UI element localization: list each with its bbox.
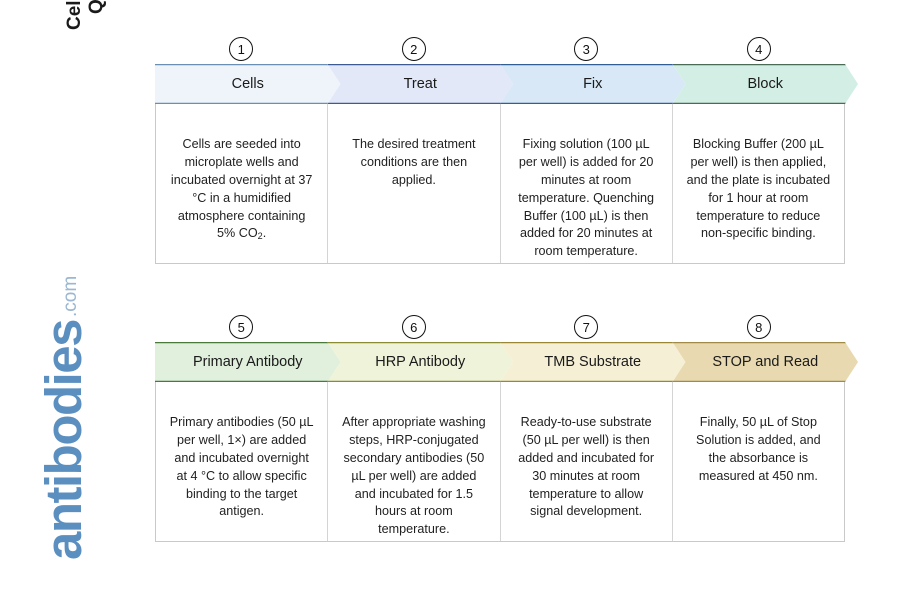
- step-number-cell: 1: [155, 34, 328, 64]
- step-number-cell: 8: [673, 312, 846, 342]
- step-header-label: Primary Antibody: [192, 354, 303, 370]
- step-body-cell: Cells are seeded into microplate wells a…: [156, 104, 329, 263]
- step-header-label: Cells: [231, 76, 264, 92]
- step-number-badge: 8: [746, 315, 771, 339]
- protocol-row-2: 5 6 7 8 Primary Antibody HRP Antibody TM…: [155, 312, 845, 542]
- page-title-line-2: Quick Protocol: [86, 0, 108, 14]
- step-header-label: Fix: [583, 76, 603, 92]
- step-header-label: Treat: [403, 76, 437, 92]
- step-header-chevron[interactable]: Primary Antibody: [155, 342, 341, 382]
- step-body-strip-1: Cells are seeded into microplate wells a…: [155, 104, 845, 264]
- step-header-label: TMB Substrate: [544, 354, 642, 370]
- step-number-strip-2: 5 6 7 8: [155, 312, 845, 342]
- step-number-badge: 2: [401, 37, 426, 61]
- step-body-cell: The desired treatment conditions are the…: [328, 104, 501, 263]
- step-number-cell: 5: [155, 312, 328, 342]
- step-body-strip-2: Primary antibodies (50 µL per well, 1×) …: [155, 382, 845, 542]
- step-body-cell: After appropriate washing steps, HRP-con…: [328, 382, 501, 541]
- step-number-cell: 2: [328, 34, 501, 64]
- step-body-text: Ready-to-use substrate (50 µL per well) …: [518, 415, 655, 519]
- step-header-chevron[interactable]: Block: [673, 64, 859, 104]
- step-body-cell: Finally, 50 µL of Stop Solution is added…: [672, 382, 844, 541]
- step-header-chevron[interactable]: HRP Antibody: [328, 342, 514, 382]
- step-number-badge: 5: [229, 315, 254, 339]
- step-number-cell: 7: [500, 312, 673, 342]
- logo-domain-suffix: .com: [60, 275, 82, 317]
- step-body-cell: Fixing solution (100 µL per well) is add…: [500, 104, 673, 263]
- step-header-strip-2: Primary Antibody HRP Antibody TMB Substr…: [155, 342, 845, 382]
- protocol-row-1: 1 2 3 4 Cells Treat Fix Block Cells are …: [155, 34, 845, 264]
- step-number-badge: 1: [229, 37, 254, 61]
- step-header-strip-1: Cells Treat Fix Block: [155, 64, 845, 104]
- step-header-chevron[interactable]: Fix: [500, 64, 686, 104]
- step-header-chevron[interactable]: Cells: [155, 64, 341, 104]
- logo: antibodies .com: [35, 275, 92, 560]
- step-number-cell: 3: [500, 34, 673, 64]
- step-body-text: After appropriate washing steps, HRP-con…: [342, 415, 486, 537]
- page-title: Cell Based ELISA Kits Quick Protocol: [64, 0, 109, 30]
- step-number-badge: 4: [746, 37, 771, 61]
- step-number-badge: 3: [574, 37, 599, 61]
- step-body-text: Fixing solution (100 µL per well) is add…: [518, 137, 655, 259]
- step-header-label: HRP Antibody: [375, 354, 466, 370]
- step-body-text: Primary antibodies (50 µL per well, 1×) …: [169, 415, 314, 519]
- step-body-text: Blocking Buffer (200 µL per well) is the…: [686, 137, 831, 241]
- step-number-badge: 6: [401, 315, 426, 339]
- step-header-chevron[interactable]: STOP and Read: [673, 342, 859, 382]
- step-body-cell: Ready-to-use substrate (50 µL per well) …: [500, 382, 673, 541]
- step-number-cell: 4: [673, 34, 846, 64]
- logo-wordmark: antibodies: [35, 319, 92, 560]
- step-body-text: Finally, 50 µL of Stop Solution is added…: [696, 415, 821, 483]
- step-number-badge: 7: [574, 315, 599, 339]
- step-header-label: STOP and Read: [712, 354, 819, 370]
- step-number-cell: 6: [328, 312, 501, 342]
- step-body-cell: Primary antibodies (50 µL per well, 1×) …: [156, 382, 329, 541]
- step-body-text: The desired treatment conditions are the…: [352, 137, 476, 187]
- left-rail: Cell Based ELISA Kits Quick Protocol ant…: [0, 0, 155, 594]
- page-title-line-1: Cell Based ELISA Kits: [64, 0, 86, 30]
- step-header-chevron[interactable]: TMB Substrate: [500, 342, 686, 382]
- step-body-cell: Blocking Buffer (200 µL per well) is the…: [672, 104, 844, 263]
- step-header-chevron[interactable]: Treat: [328, 64, 514, 104]
- step-header-label: Block: [747, 76, 783, 92]
- step-body-text: Cells are seeded into microplate wells a…: [170, 137, 313, 242]
- step-number-strip-1: 1 2 3 4: [155, 34, 845, 64]
